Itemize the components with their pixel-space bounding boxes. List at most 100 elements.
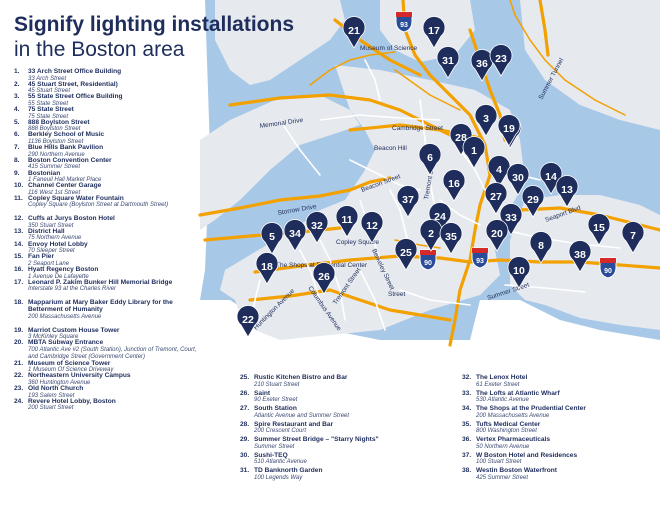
pin-number: 23: [495, 53, 507, 65]
location-pin[interactable]: 15: [587, 213, 611, 246]
location-pin[interactable]: 23: [489, 44, 513, 77]
location-pin[interactable]: 34: [283, 219, 307, 252]
location-pin[interactable]: 32: [305, 211, 329, 244]
title-line-1: Signify lighting installations: [14, 13, 295, 36]
legend-item-number: 6.: [14, 131, 20, 139]
pin-marker-icon: [396, 185, 420, 218]
location-pin[interactable]: 6: [418, 143, 442, 176]
legend-item-address: Atlantic Avenue and Summer Street: [254, 412, 350, 419]
legend-item-number: 19.: [14, 326, 24, 334]
pin-number: 21: [348, 25, 360, 37]
location-pin[interactable]: 10: [507, 256, 531, 289]
legend-item-name: The Lenox Hotel: [476, 374, 528, 381]
legend-item-name: Fan Pier: [28, 253, 55, 261]
pin-number: 15: [593, 222, 605, 234]
location-pin[interactable]: 36: [470, 49, 494, 82]
location-pin[interactable]: 33: [499, 203, 523, 236]
pin-marker-icon: [506, 163, 530, 196]
pin-number: 34: [289, 228, 301, 240]
legend-item-name: Vertex Pharmaceuticals: [476, 436, 551, 443]
land-eastboston: [520, 0, 660, 130]
location-pin[interactable]: 21: [342, 16, 366, 49]
legend-item-name: Blue Hills Bank Pavilion: [28, 144, 104, 152]
location-pin[interactable]: 37: [396, 185, 420, 218]
pin-number: 4: [496, 164, 502, 176]
location-pin[interactable]: 5: [260, 222, 284, 255]
pin-number: 35: [445, 231, 457, 243]
location-pin[interactable]: 7: [621, 221, 645, 254]
location-pins: 2117313623391928611643014133724272353320…: [236, 16, 645, 338]
land-cambridge: [200, 95, 360, 230]
pin-marker-icon: [587, 213, 611, 246]
legend-item-address: 415 Summer Street: [28, 164, 81, 171]
pin-marker-icon: [418, 143, 442, 176]
location-pin[interactable]: 19: [497, 114, 521, 147]
location-pin[interactable]: 3: [474, 104, 498, 137]
legend-item-number: 38.: [462, 467, 472, 474]
pin-marker-icon: [485, 219, 509, 252]
location-pin[interactable]: 29: [521, 185, 545, 218]
interstate-shield: 93: [395, 11, 413, 33]
location-pin[interactable]: 17: [422, 16, 446, 49]
pin-number: 10: [513, 265, 525, 277]
legend-item-number: 32.: [462, 374, 472, 381]
location-pin[interactable]: 20: [485, 219, 509, 252]
location-pin[interactable]: 18: [255, 252, 279, 285]
pin-marker-icon: [394, 238, 418, 271]
location-pin[interactable]: 27: [484, 182, 508, 215]
legend-item-address: Copley Square (Boylston Street at Dartmo…: [28, 202, 169, 209]
legend-item-name: Tufts Medical Center: [476, 420, 541, 428]
location-pin[interactable]: 31: [436, 46, 460, 79]
location-pin[interactable]: 22: [236, 305, 260, 338]
location-pin[interactable]: 12: [360, 211, 384, 244]
interstate-shield: 90: [599, 257, 617, 279]
legend-item-name: Leonard P. Zakim Bunker Hill Memorial Br…: [28, 278, 173, 286]
pin-number: 14: [545, 171, 557, 183]
location-pin[interactable]: 30: [506, 163, 530, 196]
pin-number: 30: [512, 172, 524, 184]
pin-marker-icon: [342, 16, 366, 49]
pin-marker-icon: [499, 203, 523, 236]
location-pin[interactable]: 13: [555, 175, 579, 208]
legend-item-address: 55 State Street: [28, 100, 69, 107]
shield-num: 90: [424, 260, 432, 267]
museum-of-science-text: Museum of Science: [360, 45, 417, 52]
pin-marker-icon: [470, 49, 494, 82]
legend-item-address: 3 McKinley Square: [28, 334, 79, 341]
location-pin[interactable]: 38: [568, 240, 592, 273]
legend-item-name: Mapparium at Mary Baker Eddy Library for…: [28, 298, 173, 314]
legend-item-name: 888 Boylston Street: [28, 118, 90, 126]
pin-number: 7: [630, 230, 636, 242]
pin-number: 11: [341, 214, 352, 226]
legend-item-number: 11.: [14, 194, 23, 202]
legend-item-number: 31.: [240, 467, 250, 474]
pin-number: 38: [574, 249, 586, 261]
location-pin[interactable]: 26: [312, 262, 336, 295]
interstate-shield: 90: [419, 249, 437, 271]
location-pin[interactable]: 16: [442, 169, 466, 202]
legend-item-name: Hyatt Regency Boston: [28, 265, 99, 273]
legend-item-number: 5.: [14, 118, 20, 126]
pin-number: 6: [427, 152, 433, 164]
legend-item-number: 24.: [14, 397, 24, 405]
location-pin[interactable]: 1: [462, 136, 486, 169]
legend-item-address: 200 Massachusetts Avenue: [28, 314, 102, 321]
location-pin[interactable]: 35: [439, 222, 463, 255]
legend-item-address: 75 Northern Avenue: [28, 235, 82, 242]
legend-item-name: Envoy Hotel Lobby: [28, 240, 88, 248]
legend-item: 18.Mapparium at Mary Baker Eddy Library …: [14, 299, 199, 326]
location-pin[interactable]: 11: [335, 205, 359, 238]
legend-item-address: 530 Atlantic Avenue: [476, 397, 529, 404]
location-pin[interactable]: 25: [394, 238, 418, 271]
pin-marker-icon: [260, 222, 284, 255]
legend-item-address: 290 Northern Avenue: [28, 151, 85, 158]
location-pin[interactable]: 24: [428, 202, 452, 235]
location-pin[interactable]: 8: [529, 231, 553, 264]
